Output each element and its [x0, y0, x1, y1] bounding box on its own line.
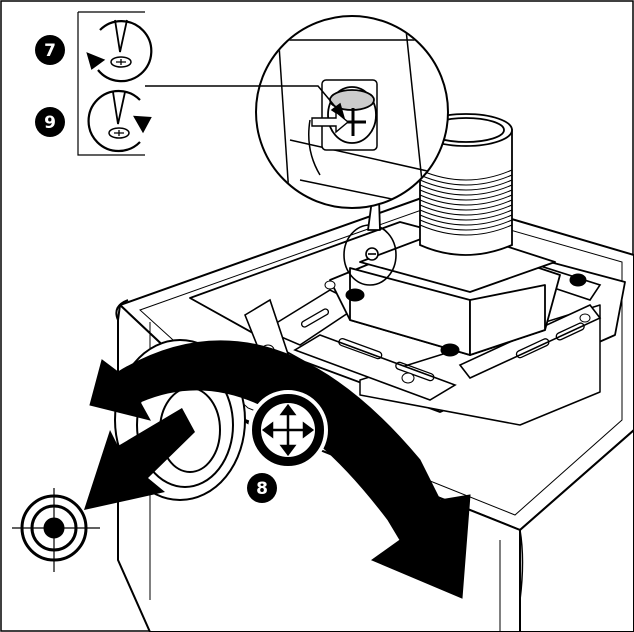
step-8-badge: 8 — [247, 473, 277, 503]
mount-center-bracket — [329, 227, 561, 356]
step-8-label: 8 — [256, 479, 268, 499]
bracket-slots — [300, 260, 585, 382]
loosen-screw-counterclockwise-icon — [86, 19, 153, 83]
zoom-magnifier — [145, 15, 449, 209]
lens-direction-arrow — [84, 408, 195, 510]
steps-panel — [77, 11, 145, 156]
step-9-badge: 9 — [35, 107, 65, 137]
step-7-badge: 7 — [35, 35, 65, 65]
step-9-label: 9 — [44, 113, 56, 133]
step-7-label: 7 — [44, 41, 56, 61]
locking-screw-callout — [343, 224, 397, 286]
magnified-screw — [327, 86, 377, 144]
target-crosshair-icon — [12, 488, 100, 572]
four-way-move-icon — [248, 390, 328, 470]
tighten-screw-clockwise-icon — [87, 89, 152, 153]
pipe-threads — [419, 169, 513, 236]
callout-leader-arrow — [145, 85, 350, 134]
